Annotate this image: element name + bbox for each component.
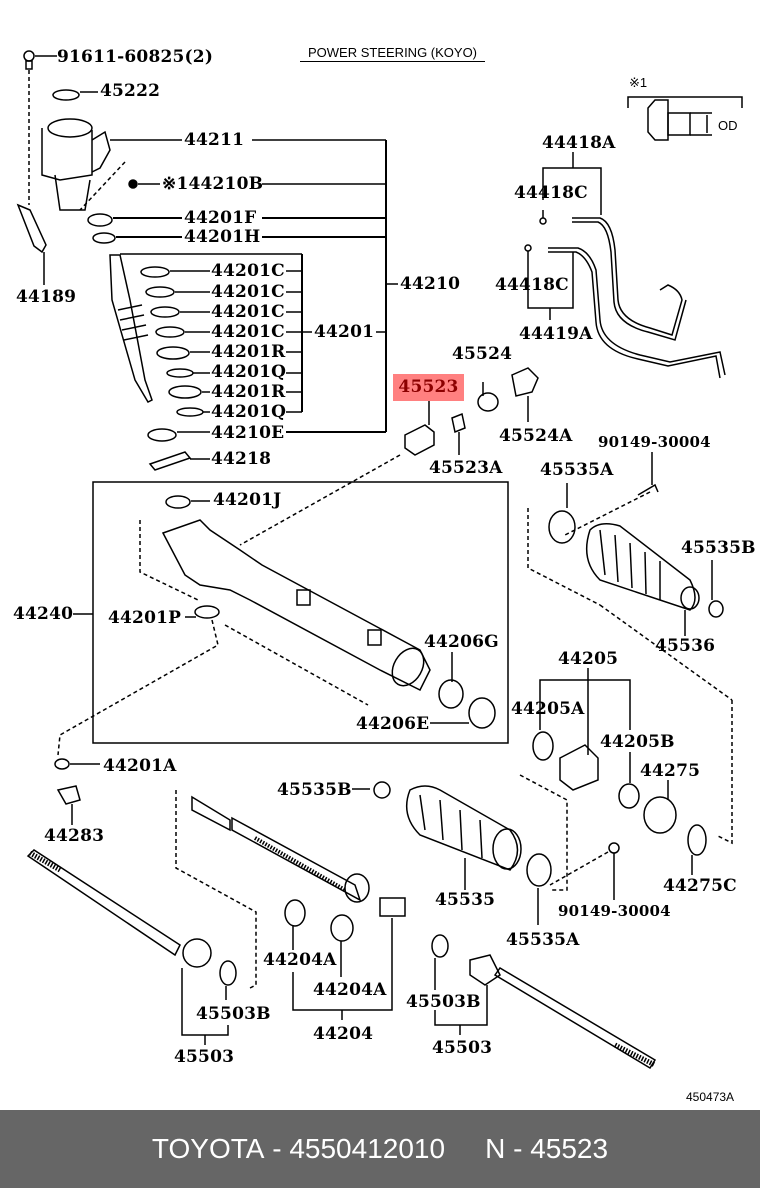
part-label[interactable]: 44205 <box>558 649 619 669</box>
tie-rod-icon <box>469 954 657 1070</box>
part-label[interactable]: 90149-30004 <box>558 902 671 920</box>
part-label[interactable]: 45535B <box>277 780 352 800</box>
bolt-icon <box>23 50 35 70</box>
part-label[interactable]: 44201P <box>108 608 182 628</box>
diagram-title: POWER STEERING (KOYO) <box>300 45 486 62</box>
part-label[interactable]: 45524 <box>452 344 513 364</box>
boot-icon <box>585 523 700 611</box>
diagram-drawing <box>16 50 743 1070</box>
part-label[interactable]: 44204A <box>313 980 387 1000</box>
part-label[interactable]: 45535A <box>540 460 614 480</box>
part-label[interactable]: 44240 <box>13 604 74 624</box>
part-label[interactable]: 90149-30004 <box>598 433 711 451</box>
part-label[interactable]: 44211 <box>184 130 245 150</box>
part-label[interactable]: 44418C <box>495 275 569 295</box>
part-label[interactable]: 44201H <box>184 227 261 247</box>
part-label[interactable]: 44201C <box>211 322 285 342</box>
part-label[interactable]: 45535 <box>435 890 496 910</box>
position-prefix: N <box>485 1133 506 1164</box>
valve-housing-icon <box>41 118 111 211</box>
parts-diagram: POWER STEERING (KOYO) ※1 OD 91611-60825(… <box>13 45 756 1104</box>
part-label[interactable]: 44210E <box>211 423 285 443</box>
highlighted-part-label: 45523 <box>398 377 459 397</box>
part-label[interactable]: 44201C <box>211 302 285 322</box>
footer-bar: TOYOTA - 4550412010 N - 45523 <box>0 1110 760 1188</box>
highlighted-part[interactable]: 45523 <box>393 374 464 401</box>
bracket-icon <box>16 203 47 254</box>
part-label[interactable]: 44206E <box>356 714 430 734</box>
part-label[interactable]: 44210 <box>400 274 461 294</box>
part-label[interactable]: 45503B <box>406 992 481 1012</box>
part-label[interactable]: 44189 <box>16 287 77 307</box>
separator: - <box>264 1133 290 1164</box>
note-symbol: ※1 <box>629 75 648 90</box>
position-number: 45523 <box>530 1133 609 1164</box>
part-label[interactable]: 45523A <box>429 458 503 478</box>
part-label[interactable]: 45536 <box>655 636 716 656</box>
part-label[interactable]: 44283 <box>44 826 105 846</box>
part-label[interactable]: 44205B <box>600 732 675 752</box>
rack-housing-icon <box>161 519 431 692</box>
brand-name: TOYOTA <box>151 1133 265 1164</box>
part-label[interactable]: 44201F <box>184 208 257 228</box>
part-label[interactable]: 44275C <box>663 876 737 896</box>
part-label[interactable]: 44201R <box>211 382 286 402</box>
part-label[interactable]: ※144210B <box>162 174 264 194</box>
rack-bar-icon <box>191 795 406 917</box>
part-label[interactable]: 45535B <box>681 538 756 558</box>
part-label[interactable]: 45503 <box>432 1038 493 1058</box>
part-label[interactable]: 44204A <box>263 950 337 970</box>
part-label[interactable]: 45524A <box>499 426 573 446</box>
part-label[interactable]: 44418C <box>514 183 588 203</box>
separator: - <box>505 1133 531 1164</box>
part-label[interactable]: 44201R <box>211 342 286 362</box>
diagram-reference-code: 450473A <box>686 1090 735 1104</box>
part-label[interactable]: 45503 <box>174 1047 235 1067</box>
guide-icon <box>404 424 435 456</box>
part-label[interactable]: 45222 <box>100 81 161 101</box>
part-label[interactable]: 45535A <box>506 930 580 950</box>
part-label[interactable]: 44201J <box>213 490 282 510</box>
dimension-label: OD <box>718 118 738 133</box>
washer-icon <box>52 89 80 101</box>
part-label[interactable]: 44201C <box>211 282 285 302</box>
part-label[interactable]: 44201A <box>103 756 177 776</box>
part-label[interactable]: 44218 <box>211 449 272 469</box>
part-label[interactable]: 91611-60825(2) <box>57 47 214 67</box>
part-label[interactable]: 44201 <box>314 322 375 342</box>
part-label[interactable]: 44201Q <box>211 402 287 422</box>
part-label[interactable]: 44201C <box>211 261 285 281</box>
part-label[interactable]: 44201Q <box>211 362 287 382</box>
part-label[interactable]: 44204 <box>313 1024 374 1044</box>
part-label[interactable]: 44418A <box>542 133 616 153</box>
part-label[interactable]: 44205A <box>511 699 585 719</box>
part-label[interactable]: 44419A <box>519 324 593 344</box>
tie-rod-icon <box>26 849 212 968</box>
boot-icon <box>405 785 522 871</box>
part-label[interactable]: 45503B <box>196 1004 271 1024</box>
part-label[interactable]: 44206G <box>424 632 499 652</box>
part-number: 4550412010 <box>289 1133 446 1164</box>
pinion-shaft-icon <box>109 254 153 403</box>
pressure-pipe-icon <box>548 217 726 379</box>
part-label[interactable]: 44275 <box>640 761 701 781</box>
